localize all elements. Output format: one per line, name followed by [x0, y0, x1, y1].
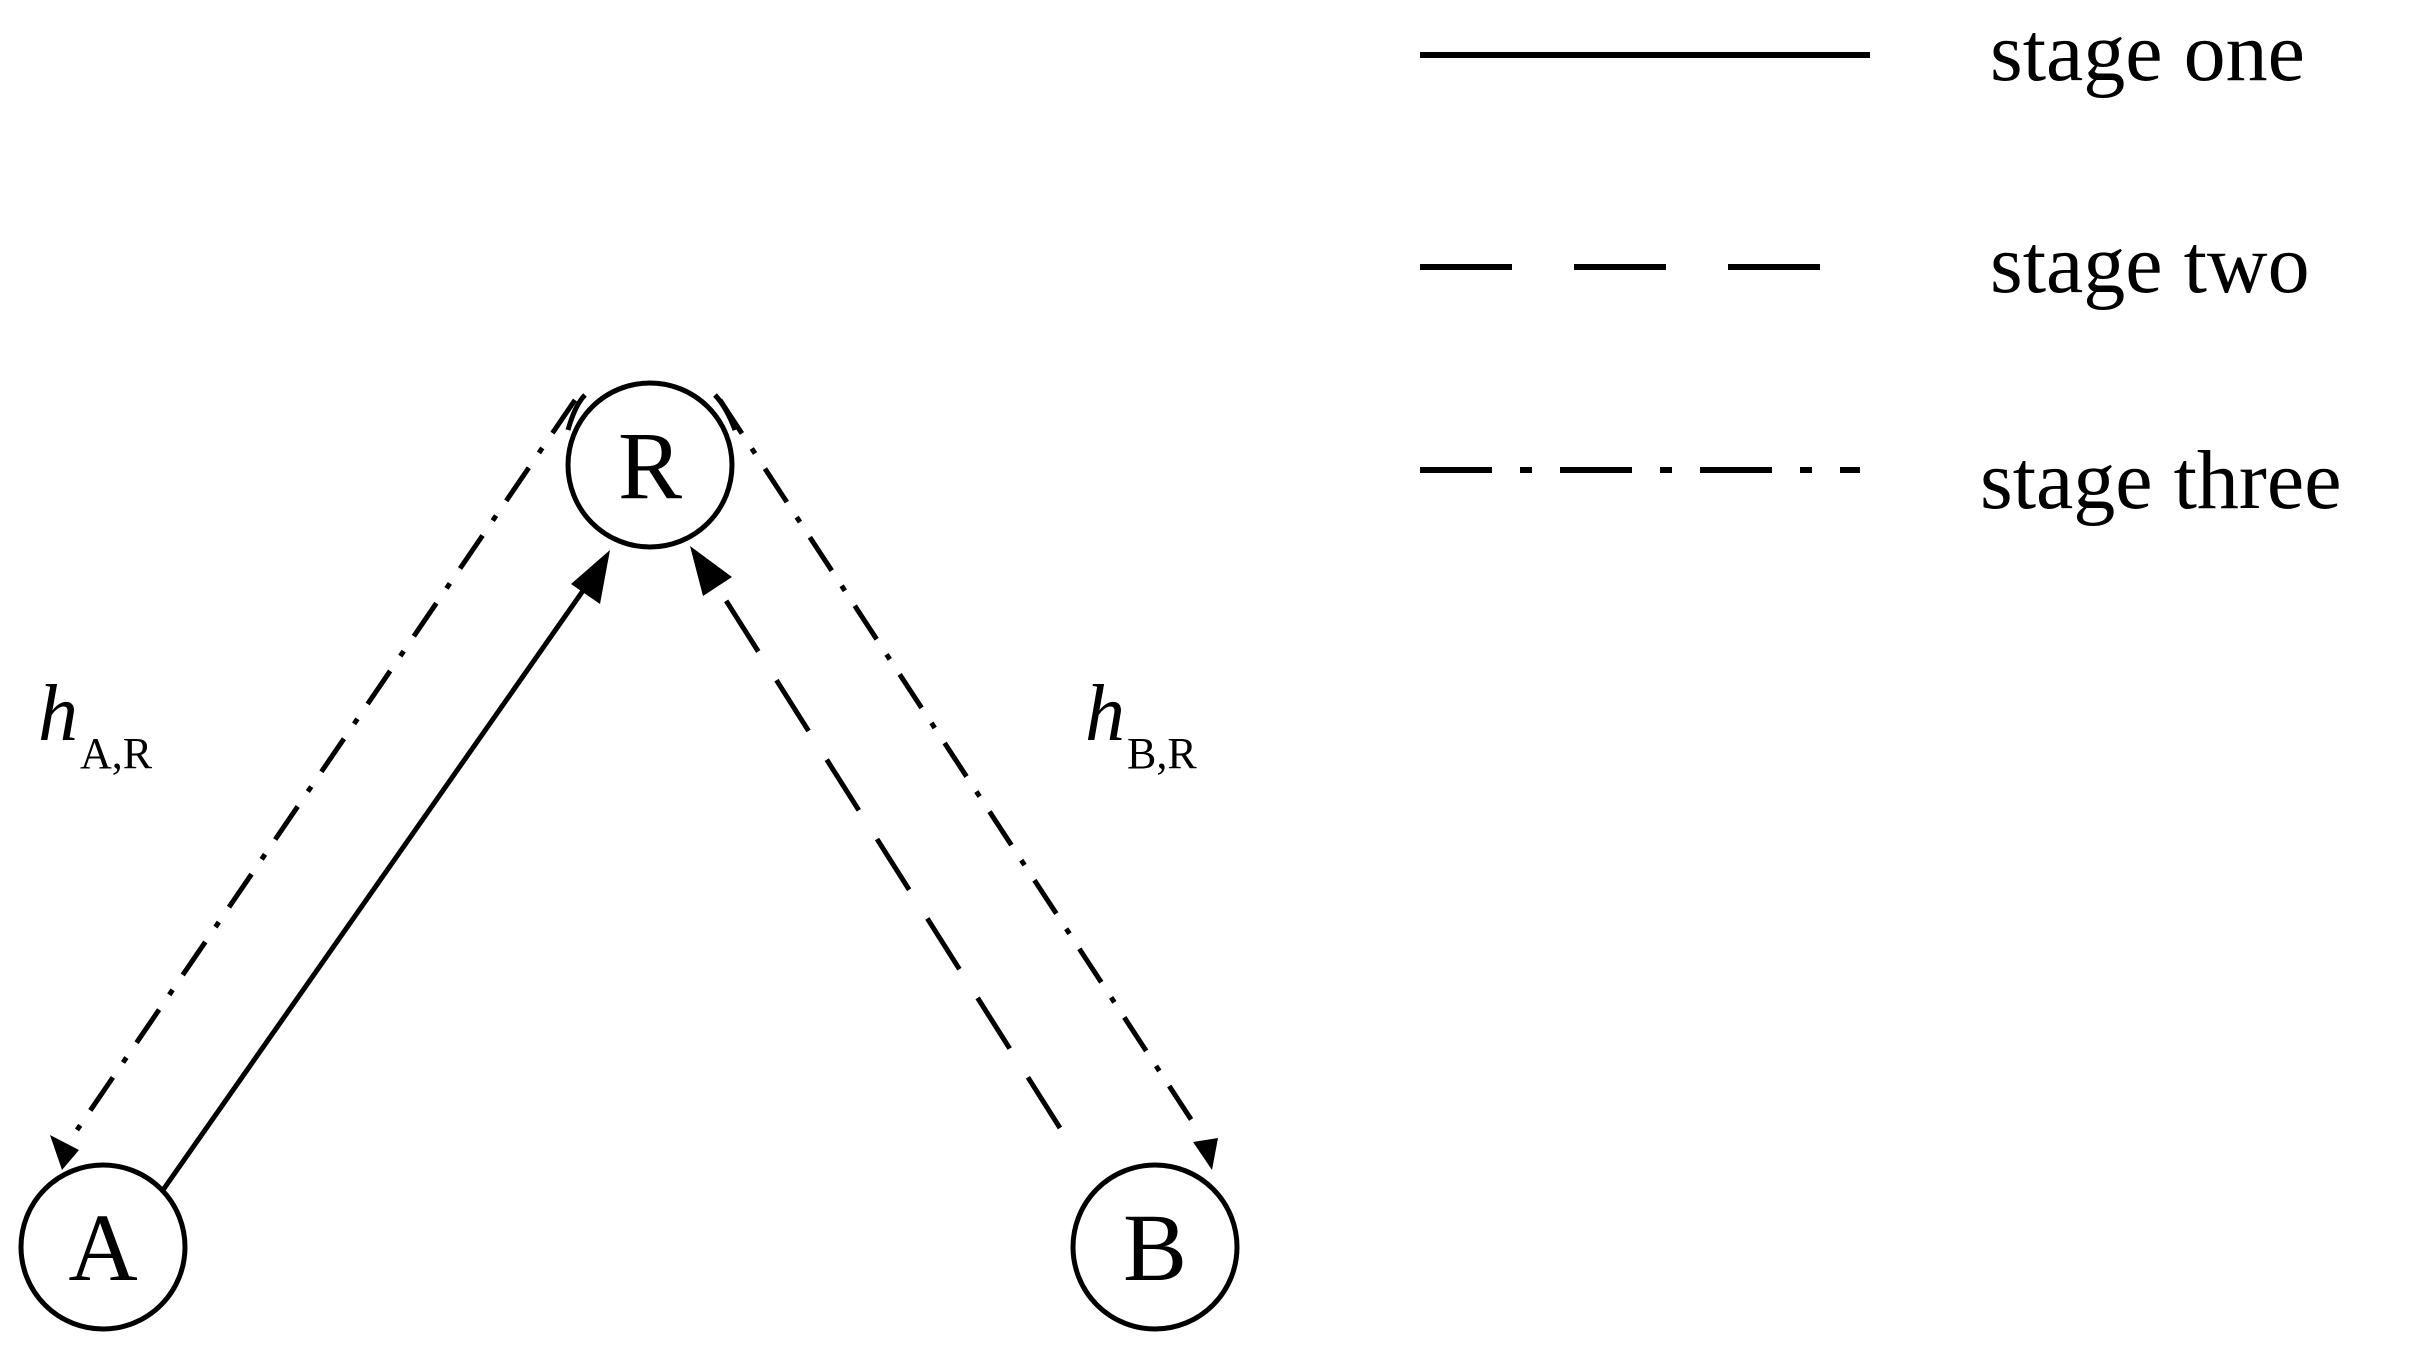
- node-relay-label: R: [618, 412, 682, 519]
- node-relay: R: [565, 380, 735, 550]
- channel-label-b-r-sub: B,R: [1127, 729, 1197, 778]
- edge-r-to-b-stage-three: [717, 398, 1218, 1170]
- edge-a-to-r-stage-one: [160, 550, 610, 1192]
- channel-label-b-r-main: h: [1085, 670, 1125, 758]
- legend-item-stage-two: stage two: [1420, 218, 2310, 311]
- channel-label-a-r-main: h: [38, 670, 78, 758]
- relay-arc-left: [565, 393, 587, 431]
- relay-arc-right: [713, 393, 738, 431]
- channel-label-b-r: h B,R: [1085, 670, 1197, 778]
- edge-r-to-a-stage-three: [50, 398, 578, 1170]
- legend-label-stage-two: stage two: [1990, 218, 2310, 311]
- legend-item-stage-three: stage three: [1420, 434, 2341, 527]
- node-b-label: B: [1123, 1194, 1187, 1301]
- legend: stage one stage two stage three: [1420, 6, 2341, 527]
- node-a: A: [18, 1162, 188, 1332]
- channel-label-a-r: h A,R: [38, 670, 153, 778]
- legend-item-stage-one: stage one: [1420, 6, 2305, 99]
- legend-label-stage-one: stage one: [1990, 6, 2305, 99]
- node-b: B: [1070, 1162, 1240, 1332]
- channel-label-a-r-sub: A,R: [80, 729, 153, 778]
- edge-b-to-r-stage-two: [690, 546, 1063, 1130]
- legend-label-stage-three: stage three: [1980, 434, 2341, 527]
- node-a-label: A: [68, 1194, 137, 1301]
